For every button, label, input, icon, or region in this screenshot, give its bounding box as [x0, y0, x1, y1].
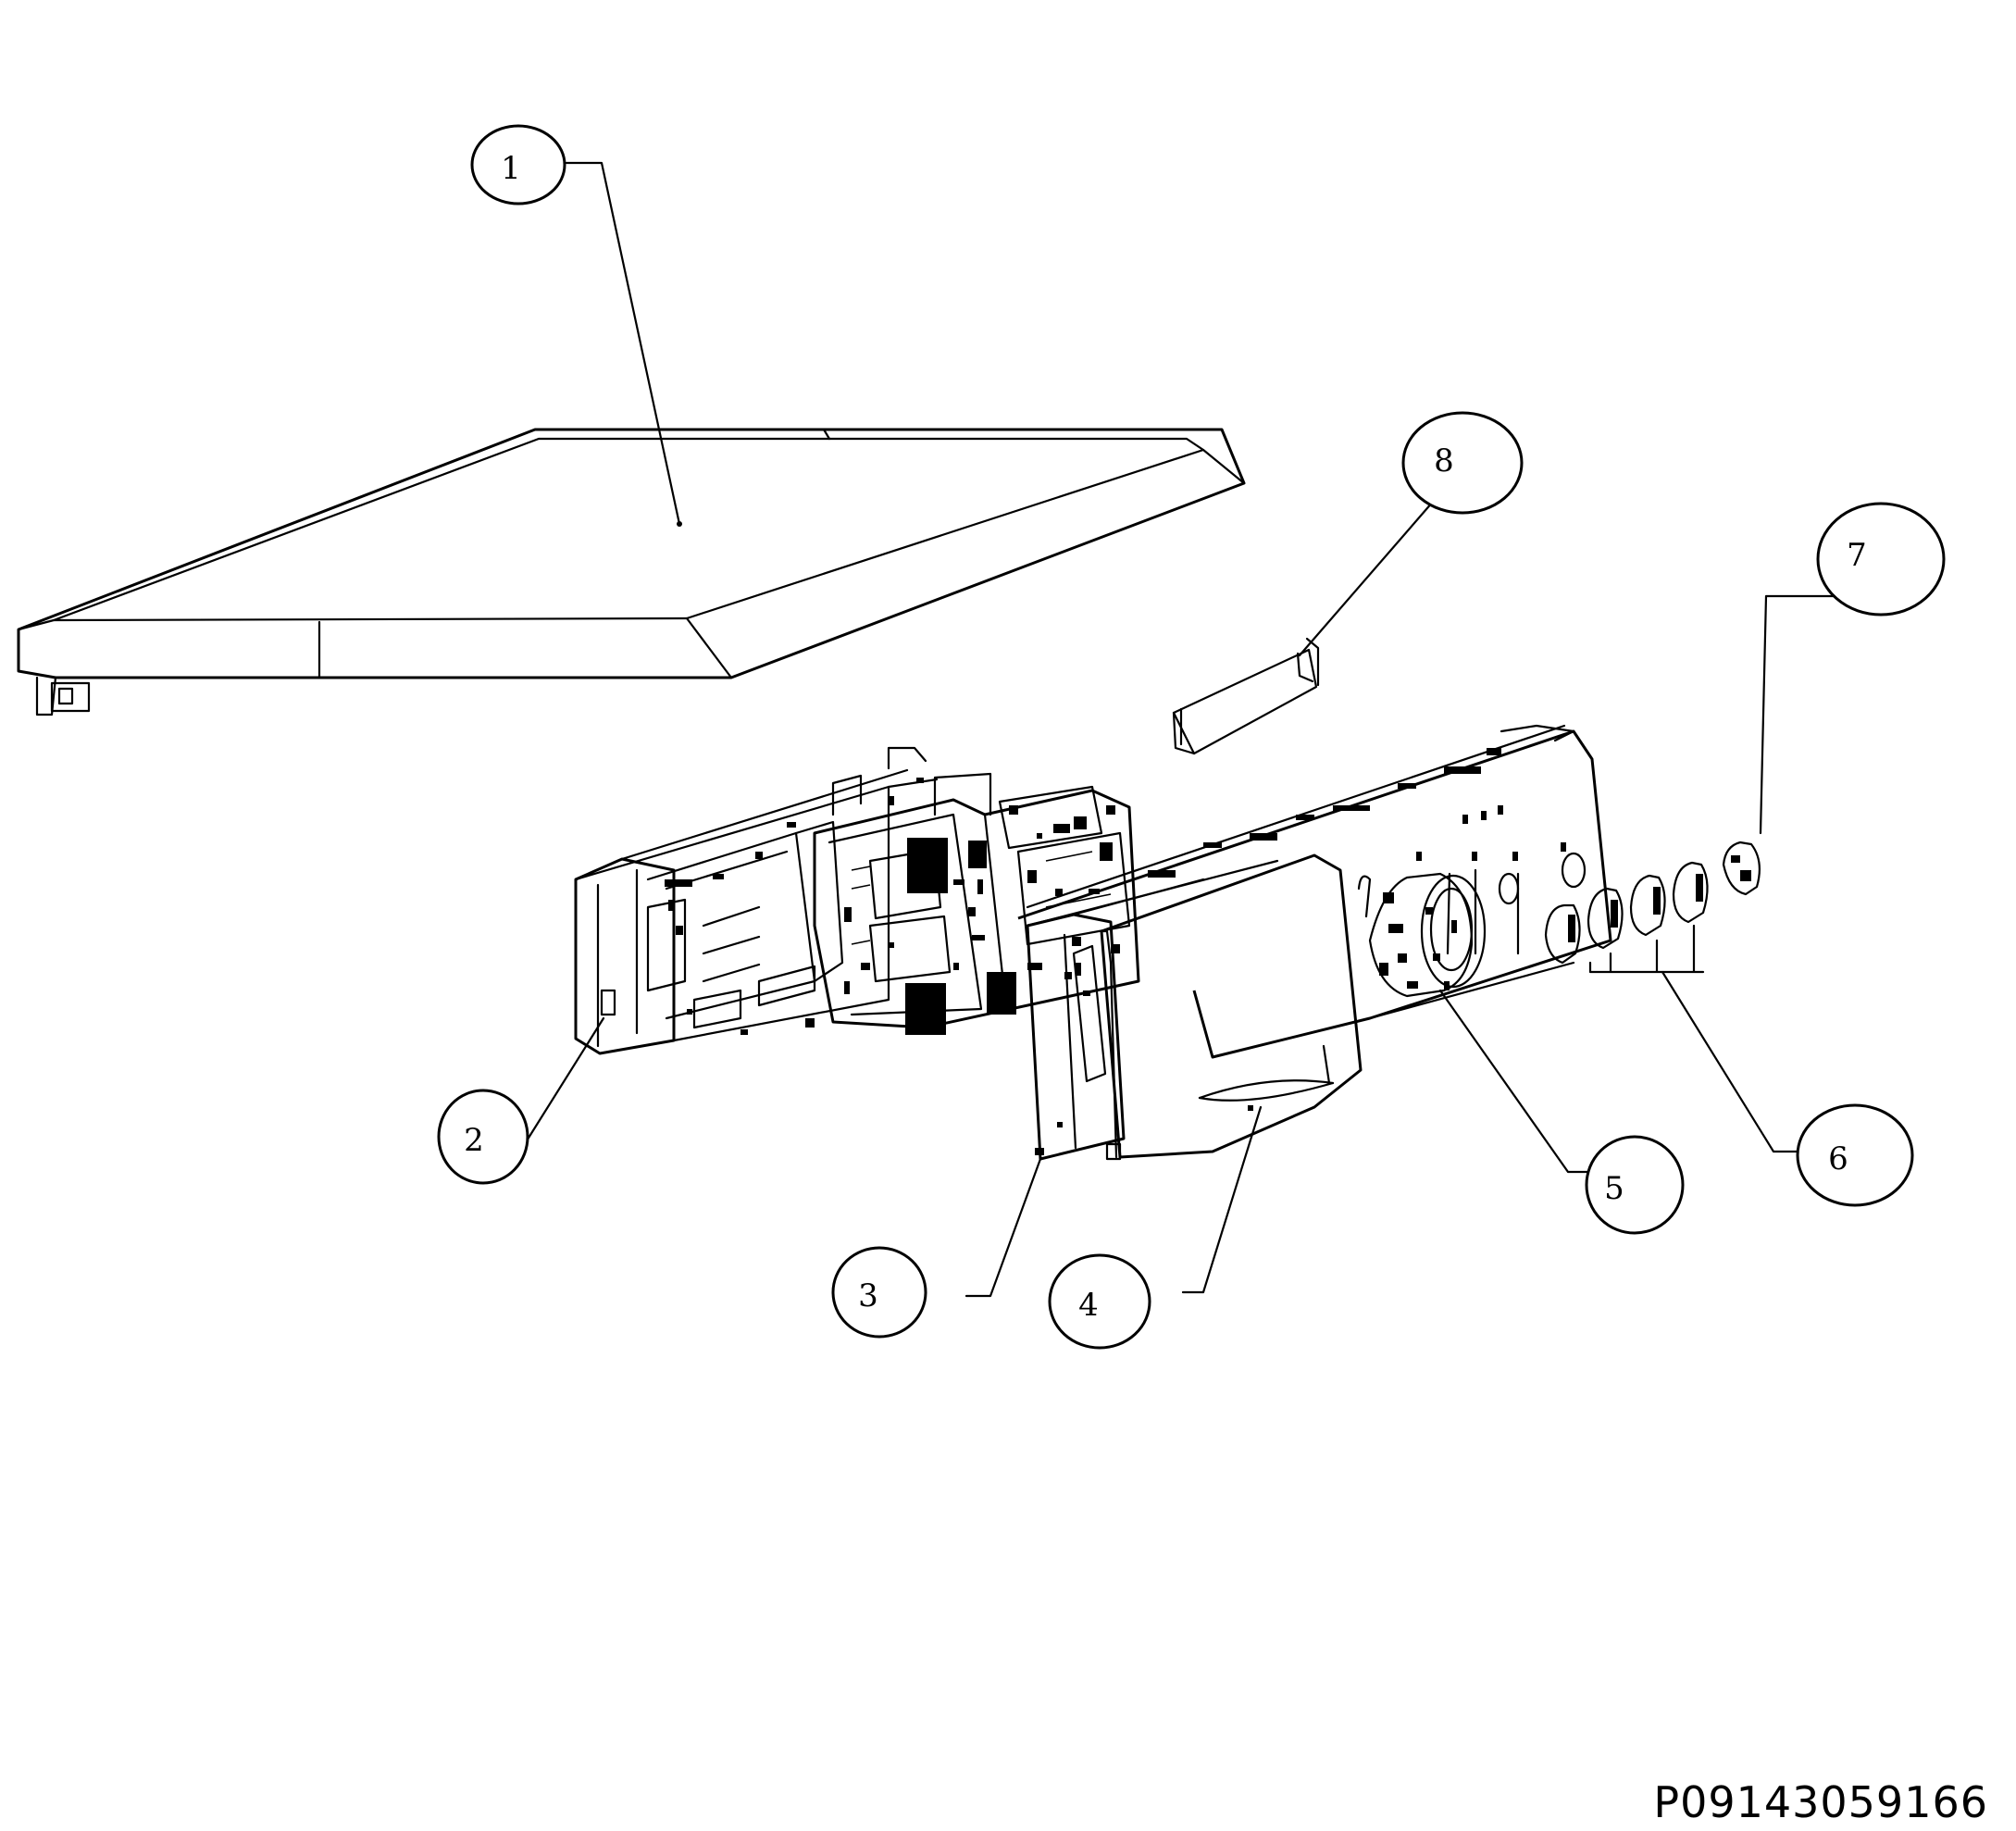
part-3-ui-module — [1026, 859, 1279, 1161]
part-7-knob — [1722, 841, 1761, 896]
callout-7: 7 — [1816, 502, 1946, 617]
callout-4: 4 — [1048, 1253, 1151, 1350]
callout-3: 3 — [831, 1246, 927, 1339]
drawing-code: P09143059166 — [1653, 1777, 1988, 1827]
callout-7-label: 7 — [1847, 537, 1867, 574]
callout-6: 6 — [1796, 1103, 1914, 1207]
callout-4-label: 4 — [1078, 1287, 1099, 1324]
callout-5: 5 — [1585, 1135, 1685, 1235]
callout-8-label: 8 — [1434, 442, 1454, 480]
callout-3-label: 3 — [858, 1277, 878, 1314]
callout-8: 8 — [1401, 411, 1524, 515]
callout-2: 2 — [437, 1089, 529, 1185]
control-board-pcb — [813, 772, 1140, 1035]
leader-lines — [524, 161, 1848, 1298]
callout-6-label: 6 — [1828, 1140, 1848, 1177]
callout-1-label: 1 — [501, 150, 521, 187]
part-5-selector-knob — [1357, 872, 1487, 998]
callout-1: 1 — [470, 124, 566, 206]
part-1-top-panel — [17, 428, 1246, 716]
part-8-bracket — [1172, 637, 1320, 755]
callout-5-label: 5 — [1604, 1170, 1624, 1207]
callout-2-label: 2 — [464, 1122, 484, 1159]
part-6-push-buttons — [1544, 861, 1709, 974]
part-4-panel-cover — [1100, 853, 1363, 1159]
control-panel-fascia — [1017, 724, 1612, 1059]
part-2-module-housing — [574, 746, 939, 1055]
